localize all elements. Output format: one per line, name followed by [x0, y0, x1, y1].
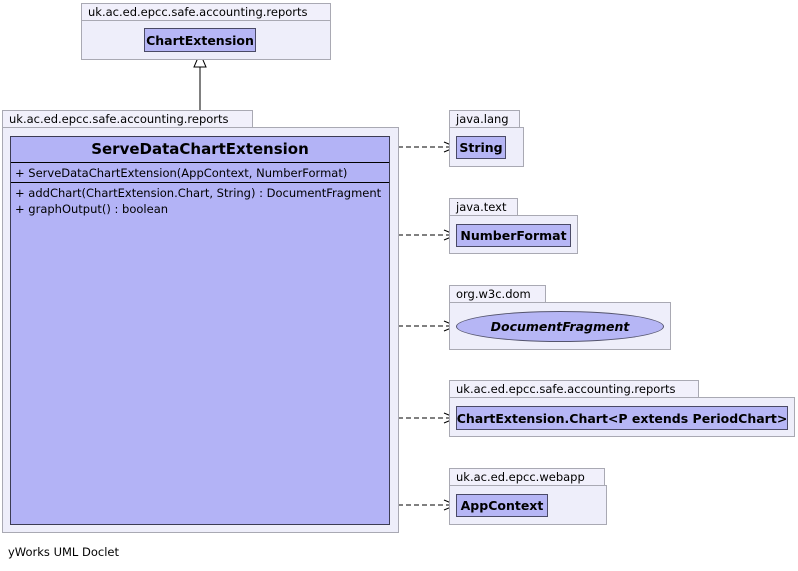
class-string[interactable]: String: [456, 136, 506, 159]
method-member: + addChart(ChartExtension.Chart, String)…: [15, 186, 382, 200]
dependency-edge-chart: [390, 412, 458, 424]
package-tab-main: uk.ac.ed.epcc.safe.accounting.reports: [2, 110, 253, 128]
dependency-edge-numberformat: [390, 229, 458, 241]
class-title: ServeDataChartExtension: [11, 137, 389, 163]
class-chartextension[interactable]: ChartExtension: [144, 28, 256, 52]
footer-credit: yWorks UML Doclet: [8, 545, 119, 559]
constructor-member: + ServeDataChartExtension(AppContext, Nu…: [15, 166, 348, 180]
class-appcontext[interactable]: AppContext: [456, 494, 548, 517]
methods-section: + addChart(ChartExtension.Chart, String)…: [11, 183, 389, 217]
package-tab-reports-chart: uk.ac.ed.epcc.safe.accounting.reports: [449, 380, 699, 398]
method-member: + graphOutput() : boolean: [15, 202, 169, 216]
dependency-edge-documentfragment: [390, 320, 458, 332]
package-tab-org-w3c-dom: org.w3c.dom: [449, 285, 546, 303]
package-tab-java-text: java.text: [449, 198, 518, 216]
class-chartextension-chart[interactable]: ChartExtension.Chart<P extends PeriodCha…: [456, 406, 788, 430]
class-numberformat[interactable]: NumberFormat: [456, 224, 571, 247]
interface-documentfragment[interactable]: DocumentFragment: [456, 311, 664, 342]
dependency-edge-appcontext: [390, 499, 458, 511]
package-tab-webapp: uk.ac.ed.epcc.webapp: [449, 468, 605, 486]
constructors-section: + ServeDataChartExtension(AppContext, Nu…: [11, 163, 389, 183]
class-servedatachartextension[interactable]: ServeDataChartExtension + ServeDataChart…: [10, 136, 390, 525]
dependency-edge-string: [390, 141, 458, 153]
package-tab-java-lang: java.lang: [449, 110, 520, 128]
package-tab-top: uk.ac.ed.epcc.safe.accounting.reports: [81, 3, 331, 21]
